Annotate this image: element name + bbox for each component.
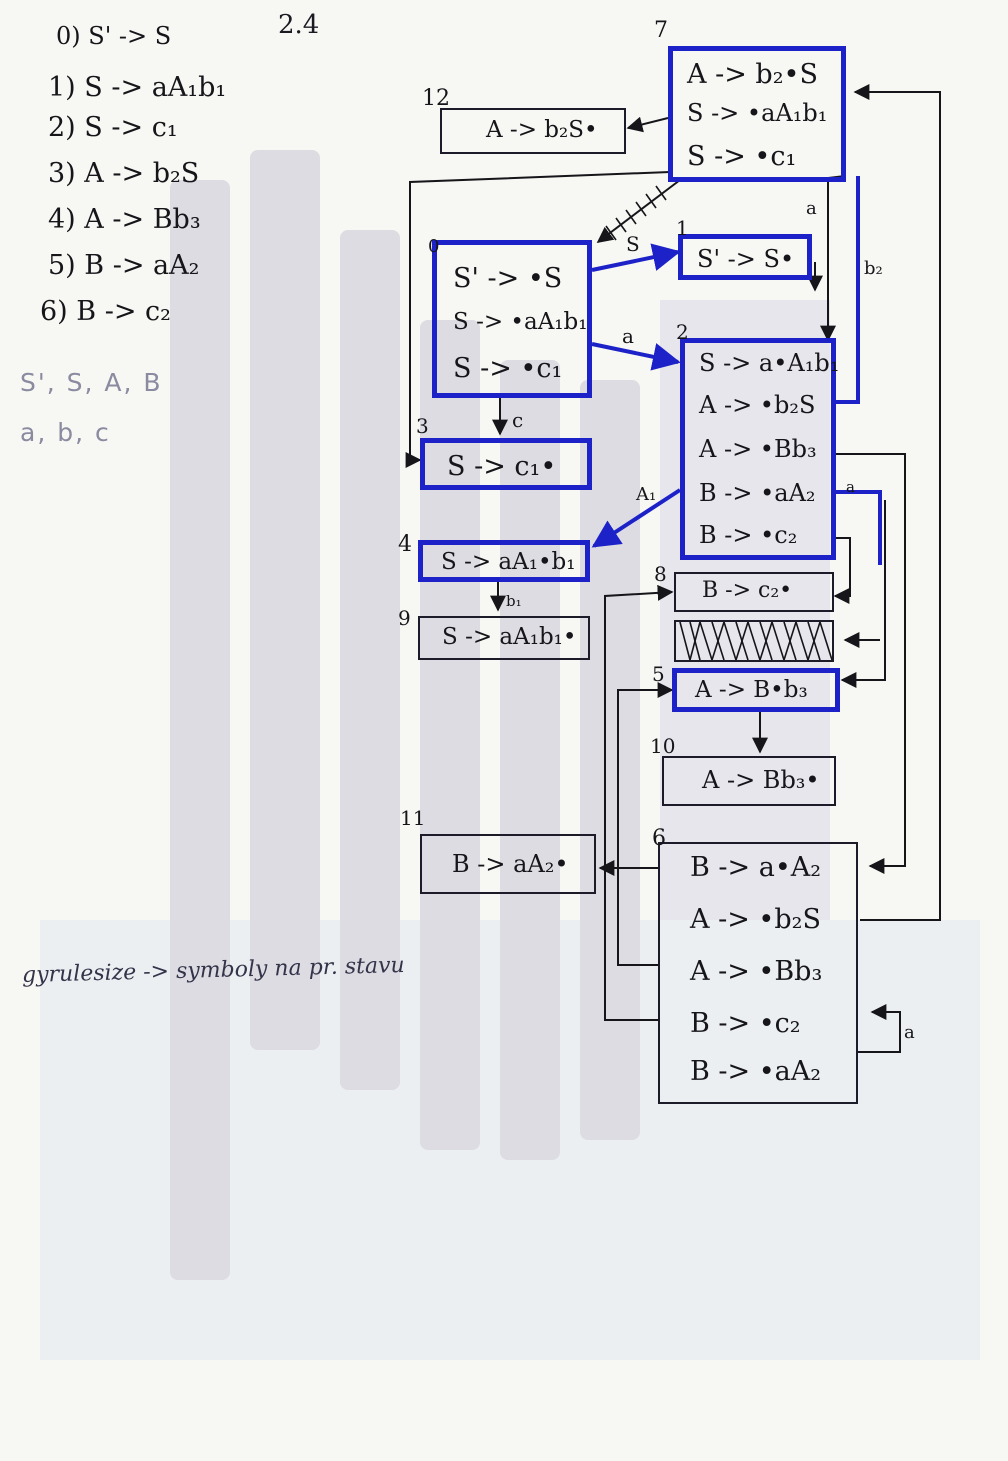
state-11-number: 11 bbox=[400, 806, 426, 830]
edge-label-7-6: b₂ bbox=[864, 258, 883, 279]
edge-label-0-3: c bbox=[512, 408, 524, 432]
state-0-item: S -> •c₁ bbox=[453, 353, 563, 384]
state-7-box: A -> b₂•S S -> •aA₁b₁ S -> •c₁ bbox=[668, 46, 846, 182]
state-2-number: 2 bbox=[676, 320, 689, 344]
state-11-item: B -> aA₂• bbox=[452, 850, 569, 878]
edge-2-6-b bbox=[836, 453, 906, 874]
state-5-box: A -> B•b₃ bbox=[672, 668, 840, 712]
grammar-rule-4: 4) A -> Bb₃ bbox=[48, 204, 201, 235]
grammar-rule-5: 5) B -> aA₂ bbox=[48, 250, 200, 281]
state-1-item: S' -> S• bbox=[697, 245, 795, 273]
state-1-number: 1 bbox=[676, 216, 689, 240]
state-0-item: S' -> •S bbox=[453, 263, 563, 294]
edge-6-7 bbox=[853, 84, 941, 921]
state-1-box: S' -> S• bbox=[678, 234, 812, 280]
state-2-box: S -> a•A₁b₁ A -> •b₂S A -> •Bb₃ B -> •aA… bbox=[680, 338, 840, 560]
state-2-item: B -> •aA₂ bbox=[699, 479, 816, 507]
state-12-item: A -> b₂S• bbox=[486, 117, 598, 143]
state-9-number: 9 bbox=[398, 606, 411, 630]
grammar-rule-1: 1) S -> aA₁b₁ bbox=[48, 72, 227, 103]
edge-7-12 bbox=[626, 116, 669, 133]
state-9-box: S -> aA₁b₁• bbox=[418, 616, 590, 660]
state-6-item: A -> •Bb₃ bbox=[690, 956, 823, 987]
edge-label-6-self: a bbox=[904, 1022, 915, 1043]
state-2-item: A -> •b₂S bbox=[699, 391, 816, 419]
state-6-item: B -> •aA₂ bbox=[690, 1056, 822, 1087]
state-2-item: B -> •c₂ bbox=[699, 521, 798, 549]
state-0-item: S -> •aA₁b₁ bbox=[453, 309, 588, 335]
state-0-box: S' -> •S S -> •aA₁b₁ S -> •c₁ bbox=[432, 240, 592, 398]
state-2-item: A -> •Bb₃ bbox=[699, 435, 817, 463]
state-7-number: 7 bbox=[654, 18, 668, 43]
grammar-rule-2: 2) S -> c₁ bbox=[48, 112, 178, 143]
state-4-number: 4 bbox=[398, 532, 412, 557]
crossed-out-state-box bbox=[674, 620, 834, 662]
state-10-number: 10 bbox=[650, 734, 676, 758]
state-3-box: S -> c₁• bbox=[420, 438, 592, 490]
edge-6-self bbox=[858, 1004, 901, 1053]
nonterminal-symbols: S', S, A, B bbox=[20, 368, 163, 397]
grammar-rule-3: 3) A -> b₂S bbox=[48, 158, 200, 189]
state-12-box: A -> b₂S• bbox=[440, 108, 626, 154]
state-12-number: 12 bbox=[422, 86, 450, 111]
state-2-item: S -> a•A₁b₁ bbox=[699, 349, 840, 377]
state-5-item: A -> B•b₃ bbox=[695, 677, 808, 703]
terminal-symbols: a, b, c bbox=[20, 418, 111, 447]
state-11-box: B -> aA₂• bbox=[420, 834, 596, 894]
state-7-item: S -> •c₁ bbox=[687, 141, 797, 172]
state-3-number: 3 bbox=[416, 414, 429, 438]
state-10-item: A -> Bb₃• bbox=[702, 766, 820, 794]
edge-label-4-9: b₁ bbox=[506, 592, 522, 610]
state-5-number: 5 bbox=[652, 662, 665, 686]
state-7-item: A -> b₂•S bbox=[687, 59, 818, 90]
state-4-box: S -> aA₁•b₁ bbox=[418, 540, 590, 582]
state-10-box: A -> Bb₃• bbox=[662, 756, 836, 806]
edge-label-7-2: a bbox=[806, 198, 817, 219]
page-label: 2.4 bbox=[278, 10, 320, 40]
edge-2-a bbox=[836, 490, 882, 565]
state-8-item: B -> c₂• bbox=[702, 578, 793, 603]
state-6-item: B -> a•A₂ bbox=[690, 852, 822, 883]
edge-into-5 bbox=[840, 500, 886, 688]
state-8-number: 8 bbox=[654, 562, 667, 586]
grammar-rule-0: 0) S' -> S bbox=[56, 22, 172, 50]
edge-0-2 bbox=[591, 342, 681, 371]
edge-label-0-1: S bbox=[626, 232, 640, 256]
edge-label-2-4: A₁ bbox=[636, 484, 657, 505]
edge-2-8 bbox=[833, 537, 851, 604]
state-6-item: A -> •b₂S bbox=[690, 904, 821, 935]
edge-label-2-a: a bbox=[846, 478, 855, 496]
edge-label-0-2: a bbox=[622, 324, 634, 348]
edge-7-2 bbox=[820, 175, 846, 342]
state-8-box: B -> c₂• bbox=[674, 572, 834, 612]
state-6-number: 6 bbox=[652, 826, 666, 851]
handwritten-note: gyrulesize -> symboly na pr. stavu bbox=[21, 952, 405, 989]
grammar-rule-6: 6) B -> c₂ bbox=[40, 296, 171, 327]
state-0-number: 0 bbox=[428, 236, 440, 257]
state-6-box: B -> a•A₂ A -> •b₂S A -> •Bb₃ B -> •c₂ B… bbox=[658, 842, 858, 1104]
state-6-item: B -> •c₂ bbox=[690, 1008, 801, 1039]
state-9-item: S -> aA₁b₁• bbox=[442, 624, 577, 650]
state-7-item: S -> •aA₁b₁ bbox=[687, 99, 828, 127]
state-4-item: S -> aA₁•b₁ bbox=[441, 549, 576, 575]
state-3-item: S -> c₁• bbox=[447, 451, 557, 482]
